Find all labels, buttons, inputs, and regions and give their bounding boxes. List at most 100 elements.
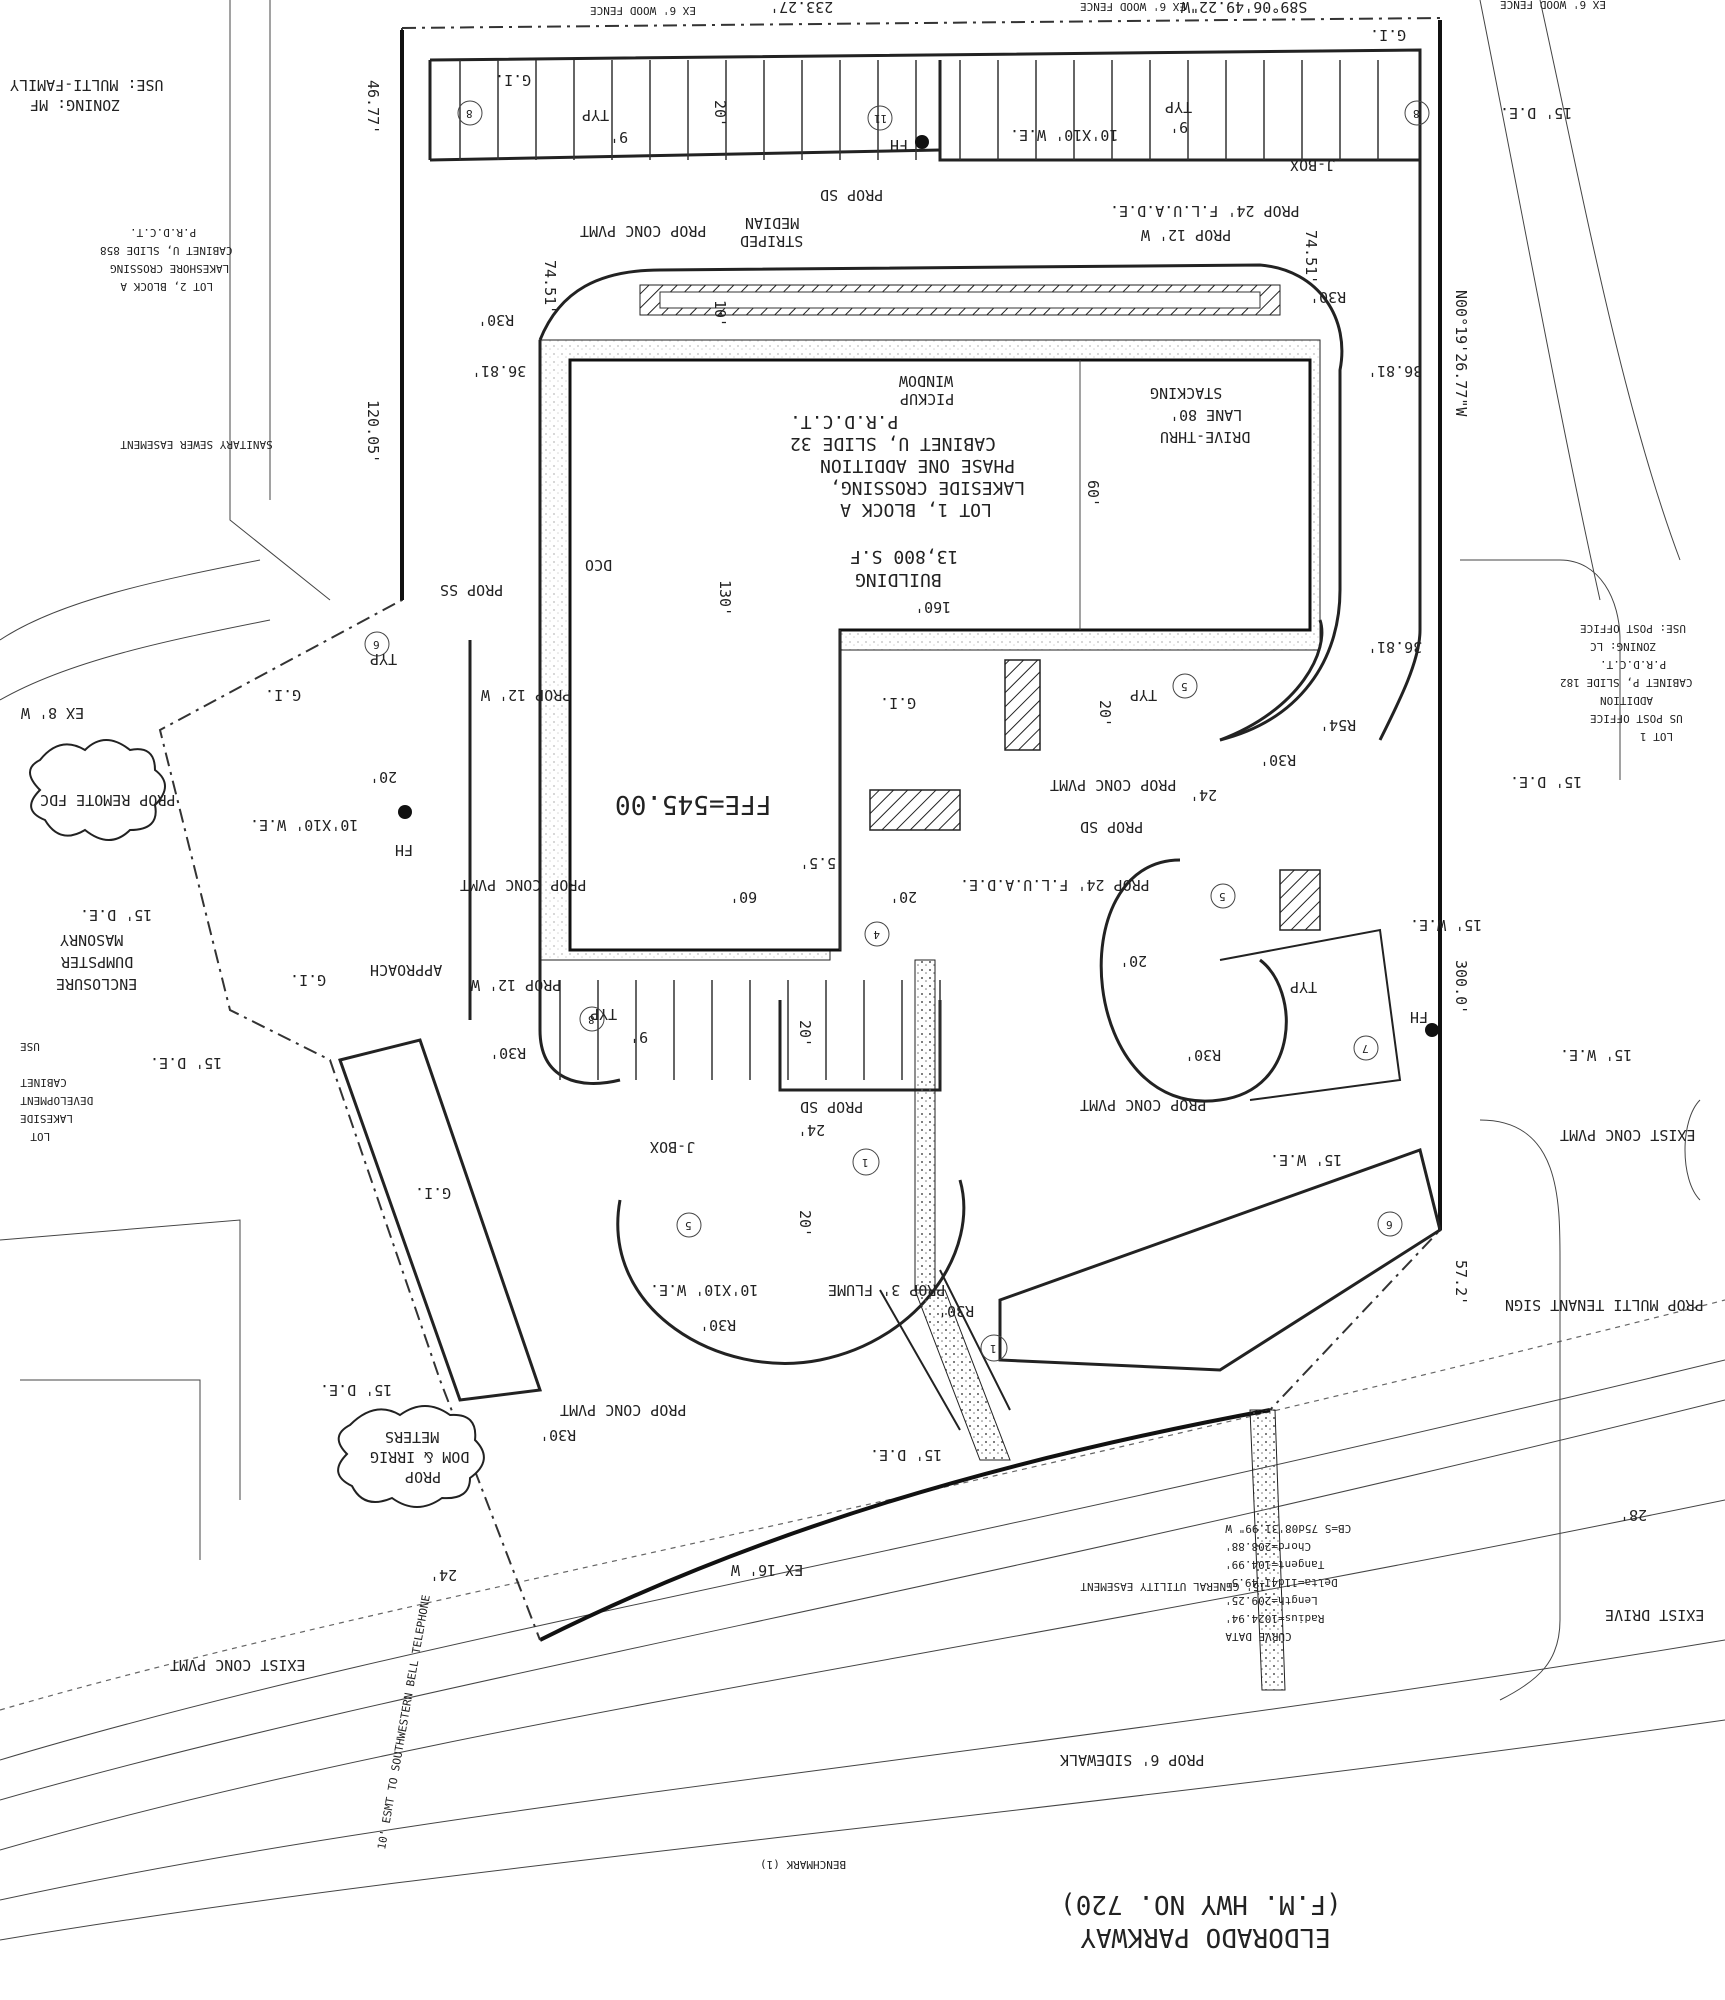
radius-r30-label-7: R30' [490, 1044, 526, 1062]
prop-conc-pvmt-label-5: PROP CONC PVMT [460, 876, 586, 894]
lot1-east-4: CABINET P, SLIDE 182 [1560, 676, 1692, 689]
lot1-east-7: USE: POST OFFICE [1580, 622, 1686, 635]
we-10x10-label-1: 10'X10' W.E. [1010, 126, 1118, 144]
fire-hydrant-icon [1425, 1023, 1439, 1037]
dim-20-label-5: 20' [890, 888, 917, 906]
typ-label-4: TYP [590, 1005, 617, 1023]
dco-label: DCO [585, 556, 612, 574]
dim-20-label-7: 20' [370, 768, 397, 786]
ex-8w-label: EX 8' W [20, 704, 84, 722]
building-footprint [539, 339, 1321, 961]
svg-text:6: 6 [1386, 1218, 1393, 1231]
bearing-right-label: N00°19'26.77"W [1452, 290, 1470, 417]
dim-24-label-1: 24' [430, 1566, 457, 1584]
ex-16w-label: EX 16' W [730, 1561, 803, 1579]
prop-conc-pvmt-label-3: PROP CONC PVMT [1080, 1096, 1206, 1114]
lot2-label-3: CABINET U, SLIDE 858 [100, 244, 232, 257]
dim-20-label-3: 20' [796, 1020, 814, 1047]
dom-irrig-label-2: DOM & IRRIG [370, 1448, 469, 1466]
radius-r30-label-8: R30' [540, 1426, 576, 1444]
we-10x10-label-3: 10'X10' W.E. [650, 1281, 758, 1299]
dim-60-label-2: 60' [1084, 480, 1102, 507]
prop-conc-pvmt-label-4: PROP CONC PVMT [560, 1401, 686, 1419]
hatched-pads [869, 659, 1321, 931]
curve-radius: Radius=1024.94' [1225, 1612, 1324, 1625]
svg-text:6: 6 [373, 638, 380, 651]
dim-28-label: 28' [1620, 1506, 1647, 1524]
pickup-label-1: PICKUP [900, 390, 954, 408]
svg-text:4: 4 [873, 928, 880, 941]
typ-label-2: TYP [582, 106, 609, 124]
we-15-label-2: 15' W.E. [1270, 1151, 1342, 1169]
curve-length: Length=209.25' [1225, 1594, 1318, 1607]
fire-hydrant-icon [915, 135, 929, 149]
sidewalk-label: PROP 6' SIDEWALK [1060, 1751, 1205, 1769]
dumpster-label-1: MASONRY [60, 931, 123, 949]
gi-label-5: G.I. [415, 1184, 451, 1202]
drive-thru-label-3: STACKING [1150, 384, 1222, 402]
dim-9-label-1: 9' [1170, 118, 1188, 136]
prop-sd-label-1: PROP SD [820, 186, 883, 204]
lot-sw-5: USE [20, 1040, 40, 1053]
lot-sw-1: LOT [30, 1130, 50, 1143]
dim-36-81-label-3: 36.81' [472, 362, 526, 380]
building-area: 13,800 S.F [850, 546, 958, 567]
sidewalk-strips [914, 959, 1286, 1691]
lot2-label-2: LAKESHORE CROSSING [110, 262, 229, 275]
lot-sw-4: CABINET [20, 1076, 67, 1089]
fire-hydrants [398, 135, 1439, 1037]
gi-label-3: G.I. [880, 694, 916, 712]
gi-label-6: G.I. [495, 71, 531, 89]
dom-irrig-label-3: METERS [385, 1428, 439, 1446]
we-15-label-3: 15' W.E. [1560, 1046, 1632, 1064]
dim-9-label-2: 9' [610, 128, 628, 146]
curve-data-title: CURVE DATA [1225, 1630, 1292, 1643]
ffe-label: FFE=545.00 [615, 789, 772, 819]
dumpster-label-3: ENCLOSURE [56, 975, 137, 993]
we-10x10-label-2: 10'X10' W.E. [250, 816, 358, 834]
sanitary-label: SANITARY SEWER EASEMENT [120, 438, 273, 451]
de-15-label-4: 15' D.E. [320, 1381, 392, 1399]
curve-chord: Chord=208.88' [1225, 1540, 1311, 1553]
lot2-label-1: LOT 2, BLOCK A [120, 280, 213, 293]
lot1-east-2: US POST OFFICE [1590, 712, 1683, 725]
striped-median [639, 284, 1281, 316]
dom-irrig-label-1: PROP [405, 1468, 441, 1486]
prop-12w-label-2: PROP 12' W [480, 686, 571, 704]
svg-text:5: 5 [1181, 680, 1188, 693]
parking-stalls-south [559, 980, 941, 1080]
prop-24-fluade-2: PROP 24' F.L.U.A.D.E. [960, 876, 1150, 894]
we-15-label-1: 15' W.E. [1410, 916, 1482, 934]
prop-ss-label: PROP SS [440, 581, 503, 599]
lot1-east-3: ADDITION [1600, 694, 1653, 707]
svg-text:8: 8 [588, 1013, 595, 1026]
curve-delta: Delta=11d41'49.5" [1225, 1576, 1338, 1589]
zoning-west-2: USE: MULTI-FAMILY [10, 76, 164, 94]
existing-contours [0, 0, 1725, 1941]
dim-9-label-3: 9' [630, 1028, 648, 1046]
fh-label-3: FH [1410, 1008, 1428, 1026]
lot1-east-5: P.R.D.C.T. [1600, 658, 1666, 671]
roadway-label: ELDORADO PARKWAY [1080, 1922, 1331, 1952]
general-utility-label: 15' GENERAL UTILITY EASEMENT [1080, 1580, 1266, 1593]
typ-label-5: TYP [1130, 686, 1157, 704]
dim-36-81-label-1: 36.81' [1368, 362, 1422, 380]
dim-57-label: 57.2' [1452, 1260, 1470, 1305]
prop-conc-pvmt-label: PROP CONC PVMT [580, 222, 706, 240]
dim-130-label: 130' [716, 580, 734, 616]
dim-233-label: 233.27' [770, 0, 833, 16]
dim-46-label: 46.77' [364, 80, 382, 134]
dim-74-51-label-1: 74.51' [541, 260, 559, 314]
fh-label-2: FH [395, 841, 413, 859]
curve-tangent: Tangent=104.99' [1225, 1558, 1324, 1571]
radius-r30-label-4: R30' [1185, 1046, 1221, 1064]
flume-label: PROP 3' FLUME [828, 1281, 945, 1299]
dim-300-label: 300.0' [1452, 960, 1470, 1014]
prop-12w-label-3: PROP 12' W [470, 976, 561, 994]
exist-conc-pvmt-label-1: EXIST CONC PVMT [1560, 1126, 1695, 1144]
jbox-label-2: J-BOX [650, 1138, 695, 1156]
fire-hydrant-icon [398, 805, 412, 819]
prop-conc-pvmt-label-2: PROP CONC PVMT [1050, 776, 1176, 794]
drive-thru-label-1: DRIVE-THRU [1160, 428, 1250, 446]
